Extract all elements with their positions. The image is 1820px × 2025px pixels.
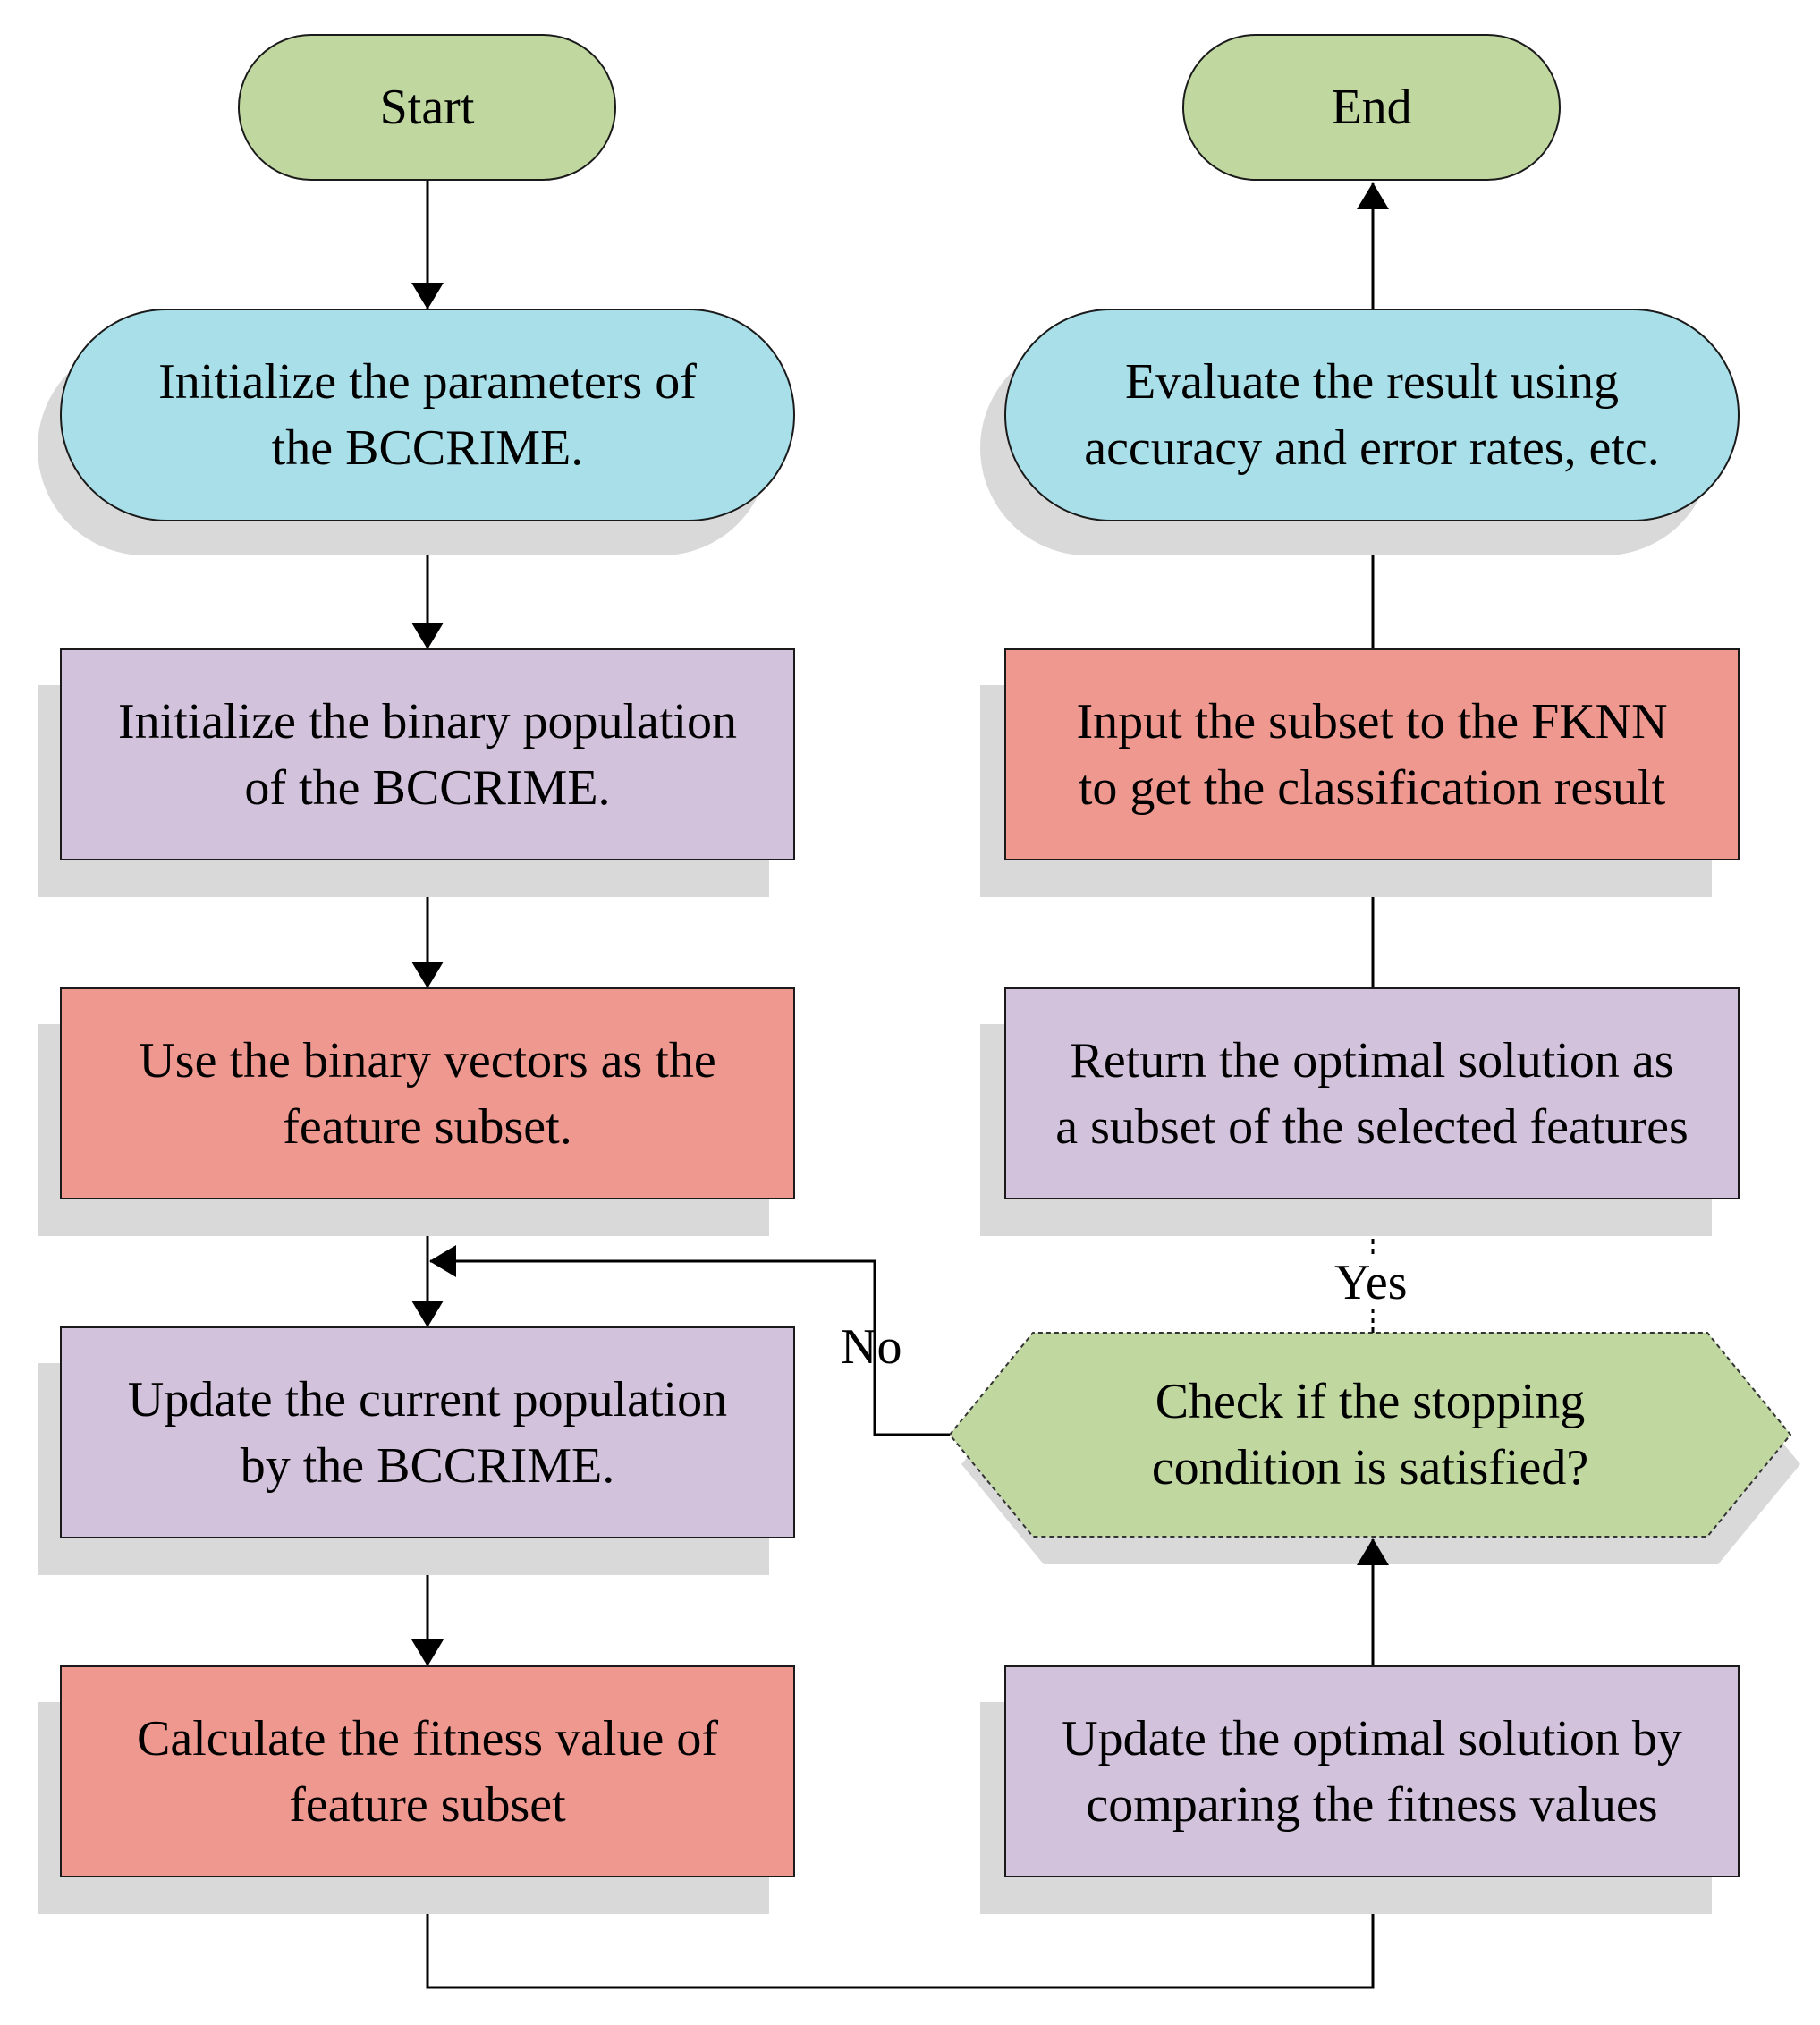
evaluate-label: Evaluate the result using accuracy and e… (1084, 354, 1660, 476)
update-population-node: Update the current population by the BCC… (60, 1326, 795, 1538)
input-fknn-label: Input the subset to the FKNN to get the … (1076, 693, 1668, 816)
use-vectors-node: Use the binary vectors as the feature su… (60, 987, 795, 1199)
end-node: End (1182, 34, 1561, 181)
calc-fitness-label: Calculate the fitness value of feature s… (137, 1710, 718, 1833)
start-node: Start (238, 34, 616, 181)
return-optimal-label: Return the optimal solution as a subset … (1055, 1032, 1689, 1155)
init-params-label: Initialize the parameters of the BCCRIME… (158, 354, 697, 476)
check-stop-shape (948, 1332, 1792, 1538)
init-params-node: Initialize the parameters of the BCCRIME… (60, 309, 795, 521)
update-optimal-node: Update the optimal solution by comparing… (1004, 1665, 1740, 1877)
use-vectors-label: Use the binary vectors as the feature su… (139, 1032, 716, 1155)
update-optimal-label: Update the optimal solution by comparing… (1062, 1710, 1682, 1833)
edge-check-stop-no-loop (429, 1245, 950, 1436)
init-population-label: Initialize the binary population of the … (117, 693, 737, 816)
check-stop-label: Check if the stopping condition is satis… (1151, 1374, 1589, 1495)
no-label: No (841, 1319, 902, 1375)
return-optimal-node: Return the optimal solution as a subset … (1004, 987, 1740, 1199)
yes-label: Yes (1331, 1256, 1411, 1309)
init-population-node: Initialize the binary population of the … (60, 648, 795, 860)
check-stop-node: Check if the stopping condition is satis… (1033, 1333, 1707, 1537)
input-fknn-node: Input the subset to the FKNN to get the … (1004, 648, 1740, 860)
edge-calc-fitness-to-update-optimal (426, 1877, 1389, 1989)
calc-fitness-node: Calculate the fitness value of feature s… (60, 1665, 795, 1877)
evaluate-node: Evaluate the result using accuracy and e… (1004, 309, 1740, 521)
start-label: Start (379, 80, 475, 135)
end-label: End (1331, 80, 1412, 135)
update-population-label: Update the current population by the BCC… (127, 1371, 728, 1494)
